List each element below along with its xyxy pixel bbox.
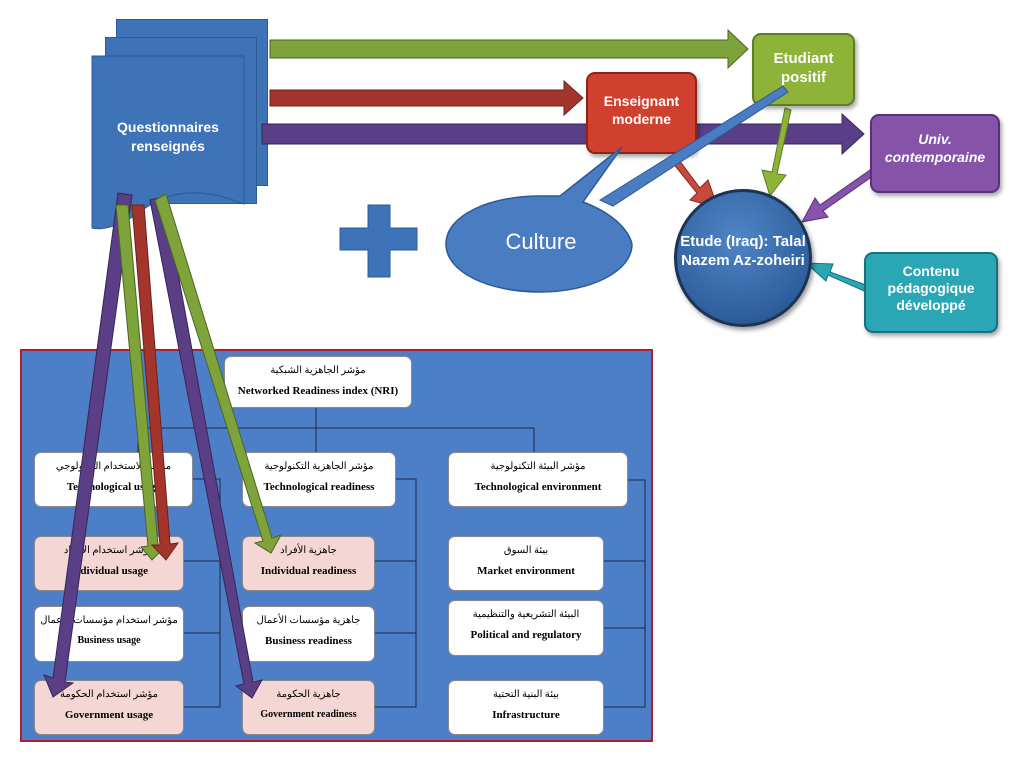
nri-root-en: Networked Readiness index (NRI) (237, 385, 399, 397)
nri-infrastructure: بيئة البنية التحتية Infrastructure (448, 680, 604, 735)
arrow-univ-to-etude (801, 169, 874, 223)
purple-arrow-to-individual-usage (43, 192, 133, 698)
nri-label-en: Individual readiness (260, 565, 357, 577)
nri-label-ar: جاهزية الأفراد (280, 545, 337, 556)
nri-label-ar: البيئة التشريعية والتنظيمية (472, 609, 580, 620)
culture-pointer-to-etudiant (598, 85, 789, 207)
etude-label: Etude (Iraq): Talal Nazem Az-zoheiri (680, 233, 806, 269)
nri-root-box: مؤشر الجاهزية الشبكية Networked Readines… (224, 356, 412, 408)
nri-label-en: Political and regulatory (470, 629, 582, 641)
plus-icon (339, 204, 418, 278)
nri-market-environment: بيئة السوق Market environment (448, 536, 604, 591)
red-arrow-to-enseignant (269, 79, 584, 117)
nri-technological-readiness: مؤشر الجاهزية التكنولوجية Technological … (242, 452, 396, 507)
questionnaire-document-shape (91, 55, 245, 230)
nri-individual-readiness: جاهزية الأفراد Individual readiness (242, 536, 375, 591)
nri-label-en: Infrastructure (492, 709, 560, 721)
etudiant-label: Etudiant positif (773, 50, 834, 86)
enseignant-box: Enseignant moderne (586, 72, 697, 154)
etudiant-box: Etudiant positif (752, 33, 855, 106)
culture-label: Culture (505, 229, 577, 254)
nri-label-ar: مؤشر الاستخدام التكنولوجي (55, 461, 172, 472)
nri-root-ar: مؤشر الجاهزية الشبكية (270, 365, 366, 376)
nri-label-en: Technological environment (474, 481, 602, 493)
nri-label-ar: بيئة السوق (503, 545, 549, 556)
univ-box: Univ. contemporaine (870, 114, 1000, 193)
nri-label-ar: مؤشر البيئة التكنولوجية (490, 461, 586, 472)
nri-label-ar: مؤشر الجاهزية التكنولوجية (264, 461, 374, 472)
nri-label-en: Business readiness (265, 635, 352, 647)
nri-label-en: Business usage (77, 635, 141, 646)
nri-label-ar: جاهزية الحكومة (276, 689, 341, 700)
questionnaire-label: Questionnaires renseignés (117, 119, 219, 154)
nri-label-ar: مؤشر استخدام الحكومة (60, 689, 158, 700)
contenu-label: Contenu pédagogique développé (887, 263, 975, 313)
nri-label-en: Government usage (64, 709, 154, 721)
nri-label-en: Market environment (477, 565, 575, 577)
univ-label: Univ. contemporaine (884, 131, 986, 165)
nri-business-readiness: جاهزية مؤسسات الأعمال Business readiness (242, 606, 375, 662)
contenu-box: Contenu pédagogique développé (864, 252, 998, 333)
nri-technological-environment: مؤشر البيئة التكنولوجية Technological en… (448, 452, 628, 507)
arrow-etudiant-to-etude (761, 107, 792, 198)
etude-circle: Etude (Iraq): Talal Nazem Az-zoheiri (674, 189, 812, 327)
nri-political-regulatory: البيئة التشريعية والتنظيمية Political an… (448, 600, 604, 656)
arrow-contenu-to-etude (804, 262, 867, 292)
nri-label-en: Technological readiness (263, 481, 375, 493)
nri-government-readiness: جاهزية الحكومة Government readiness (242, 680, 375, 735)
green-arrow-to-individual-readiness (154, 193, 283, 554)
nri-government-usage: مؤشر استخدام الحكومة Government usage (34, 680, 184, 735)
purple-arrow-to-univ (261, 112, 865, 156)
nri-label-en: Government readiness (260, 709, 357, 720)
nri-label-ar: مؤشر استخدام الأفراد (63, 545, 155, 556)
culture-bubble-shape (445, 146, 633, 293)
purple-arrow-to-government-readiness (149, 196, 263, 699)
nri-label-ar: بيئة البنية التحتية (492, 689, 560, 700)
nri-label-ar: جاهزية مؤسسات الأعمال (256, 615, 361, 626)
green-arrow-to-etudiant (269, 28, 749, 70)
enseignant-label: Enseignant moderne (603, 93, 680, 127)
nri-label-ar: مؤشر استخدام مؤسسات الأعمال (40, 615, 178, 626)
nri-label-en: Individual usage (70, 565, 148, 577)
red-arrow-to-individual-usage (131, 204, 180, 561)
